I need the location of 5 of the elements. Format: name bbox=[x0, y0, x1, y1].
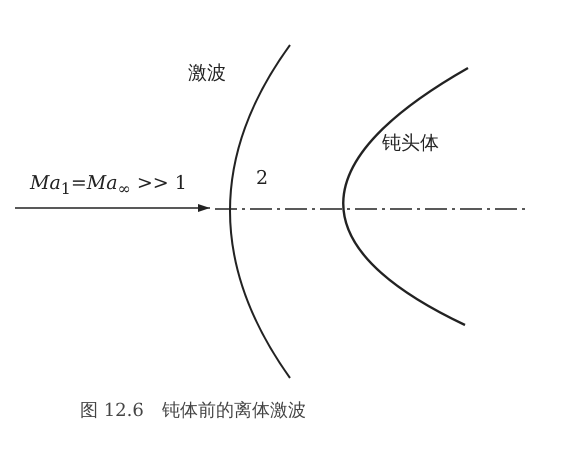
flow-condition-label: Ma$_{1}$=Ma$_{∞}$ >> 1 bbox=[30, 172, 187, 198]
figure-caption: 图 12.6 钝体前的离体激波 bbox=[80, 399, 306, 422]
shock-wave-label: 激波 bbox=[188, 61, 226, 86]
region-number: 2 bbox=[256, 167, 268, 189]
body-label: 钝头体 bbox=[382, 131, 439, 156]
